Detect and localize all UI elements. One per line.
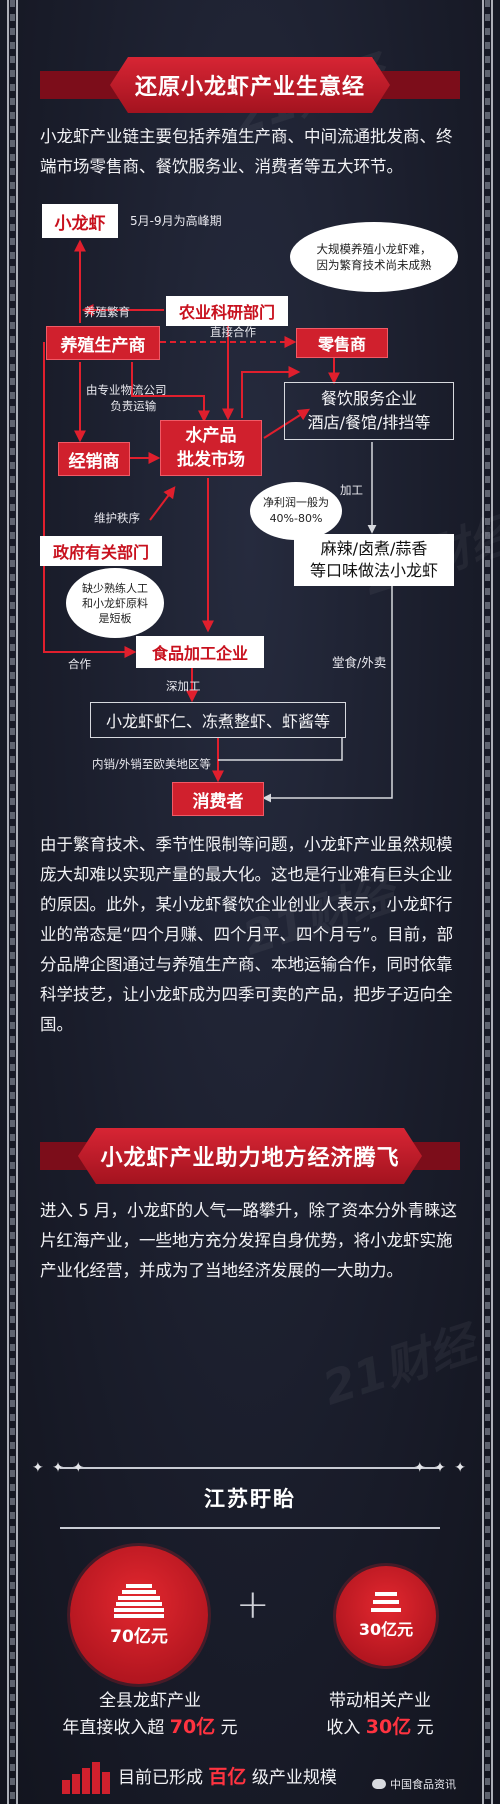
right-caption: 带动相关产业 收入 30亿 元 xyxy=(326,1691,434,1738)
scale-summary: 目前已形成 百亿 级产业规模 xyxy=(118,1766,337,1788)
node-products: 小龙虾虾仁、冻煮整虾、虾酱等 xyxy=(90,702,346,738)
bracket-products-down xyxy=(218,738,343,761)
section2-title: 小龙虾产业助力地方经济腾飞 xyxy=(100,1146,400,1171)
label-export: 内销/外销至欧美地区等 xyxy=(92,757,211,771)
label-cooperate: 合作 xyxy=(68,657,91,671)
left-caption: 全县龙虾产业 年直接收入超 70亿 元 xyxy=(62,1691,238,1738)
label-process: 加工 xyxy=(340,483,363,497)
source-watermark: 中国食品资讯 xyxy=(372,1776,456,1792)
arrow-government-to-wholesale xyxy=(149,486,176,521)
left-chain-border xyxy=(7,0,18,1804)
node-xiaolongxia: 小龙虾 xyxy=(42,204,118,238)
label-peak-season: 5月-9月为高峰期 xyxy=(130,214,222,228)
section1-banner: 还原小龙虾产业生意经 xyxy=(32,57,468,113)
section1-analysis: 由于繁育技术、季节性限制等问题，小龙虾产业虽然规模庞大却难以实现产量的最大化。这… xyxy=(40,835,454,1034)
section2-text: 进入 5 月，小龙虾的人气一路攀升，除了资本分外青睐这片红海产业，一些地方充分发… xyxy=(40,1201,457,1280)
stacked-bars-icon xyxy=(371,1592,401,1612)
section1-title: 还原小龙虾产业生意经 xyxy=(134,75,365,100)
node-processing: 食品加工企业 xyxy=(136,636,264,668)
node-wholesale-market: 水产品 批发市场 xyxy=(160,420,262,476)
wechat-icon xyxy=(372,1779,386,1789)
section1-intro: 小龙虾产业链主要包括养殖生产商、中间流通批发商、终端市场零售商、餐饮服务业、消费… xyxy=(40,127,453,176)
flow-connectors xyxy=(43,239,393,803)
label-logistics: 由专业物流公司 负责运输 xyxy=(86,383,167,413)
divider-top: ✦ ✦ ✦ ✦ ✦ ✦ xyxy=(32,1460,468,1476)
watermark: 21财经 xyxy=(316,1316,482,1416)
arrow-wholesale-to-catering xyxy=(263,408,311,439)
bubble-breeding-difficulty: 大规模养殖小龙虾难， 因为繁育技术尚未成熟 xyxy=(290,222,458,292)
node-distributor: 经销商 xyxy=(58,442,130,476)
node-consumer: 消费者 xyxy=(172,782,264,816)
circle-30-billion: 30亿元 xyxy=(336,1566,436,1666)
bubble-labor-shortage: 缺少熟练人工 和小龙虾原料 是短板 xyxy=(66,568,164,638)
node-research: 农业科研部门 xyxy=(166,296,288,326)
node-retailer: 零售商 xyxy=(296,328,388,358)
industry-flowchart: 小龙虾 5月-9月为高峰期 大规模养殖小龙虾难， 因为繁育技术尚未成熟 养殖繁育… xyxy=(32,200,468,980)
right-amount: 30亿元 xyxy=(358,1620,414,1639)
arrow-dishes-to-consumer xyxy=(262,574,393,803)
jiangsu-title: 江苏盱眙 xyxy=(204,1487,296,1511)
label-deep-processing: 深加工 xyxy=(166,679,201,693)
plus-sign: + xyxy=(236,1582,270,1628)
divider-bottom xyxy=(32,1516,468,1540)
label-direct-cooperation: 直接合作 xyxy=(210,325,256,339)
label-dine-takeout: 堂食/外卖 xyxy=(332,655,387,670)
bubble-net-profit: 净利润一般为 40%-80% xyxy=(250,482,342,540)
node-catering: 餐饮服务企业 酒店/餐馆/排挡等 xyxy=(284,382,454,440)
label-maintain-order: 维护秩序 xyxy=(94,511,140,525)
arrow-farmer-to-wholesale xyxy=(131,362,210,423)
left-amount: 70亿元 xyxy=(110,1626,168,1647)
right-chain-border xyxy=(482,0,493,1804)
label-breeding: 养殖繁育 xyxy=(84,305,130,319)
stacked-bars-icon xyxy=(114,1583,164,1618)
arrow-wholesale-to-retailer xyxy=(241,366,301,418)
circle-70-billion: 70亿元 xyxy=(70,1546,208,1684)
node-dishes: 麻辣/卤煮/蒜香 等口味做法小龙虾 xyxy=(294,534,454,586)
section2-banner: 小龙虾产业助力地方经济腾飞 xyxy=(32,1128,468,1184)
node-farmer: 养殖生产商 xyxy=(46,326,160,360)
arrow-farmer-to-processing xyxy=(43,342,137,658)
node-government: 政府有关部门 xyxy=(40,536,162,566)
bar-chart-icon xyxy=(62,1762,110,1794)
